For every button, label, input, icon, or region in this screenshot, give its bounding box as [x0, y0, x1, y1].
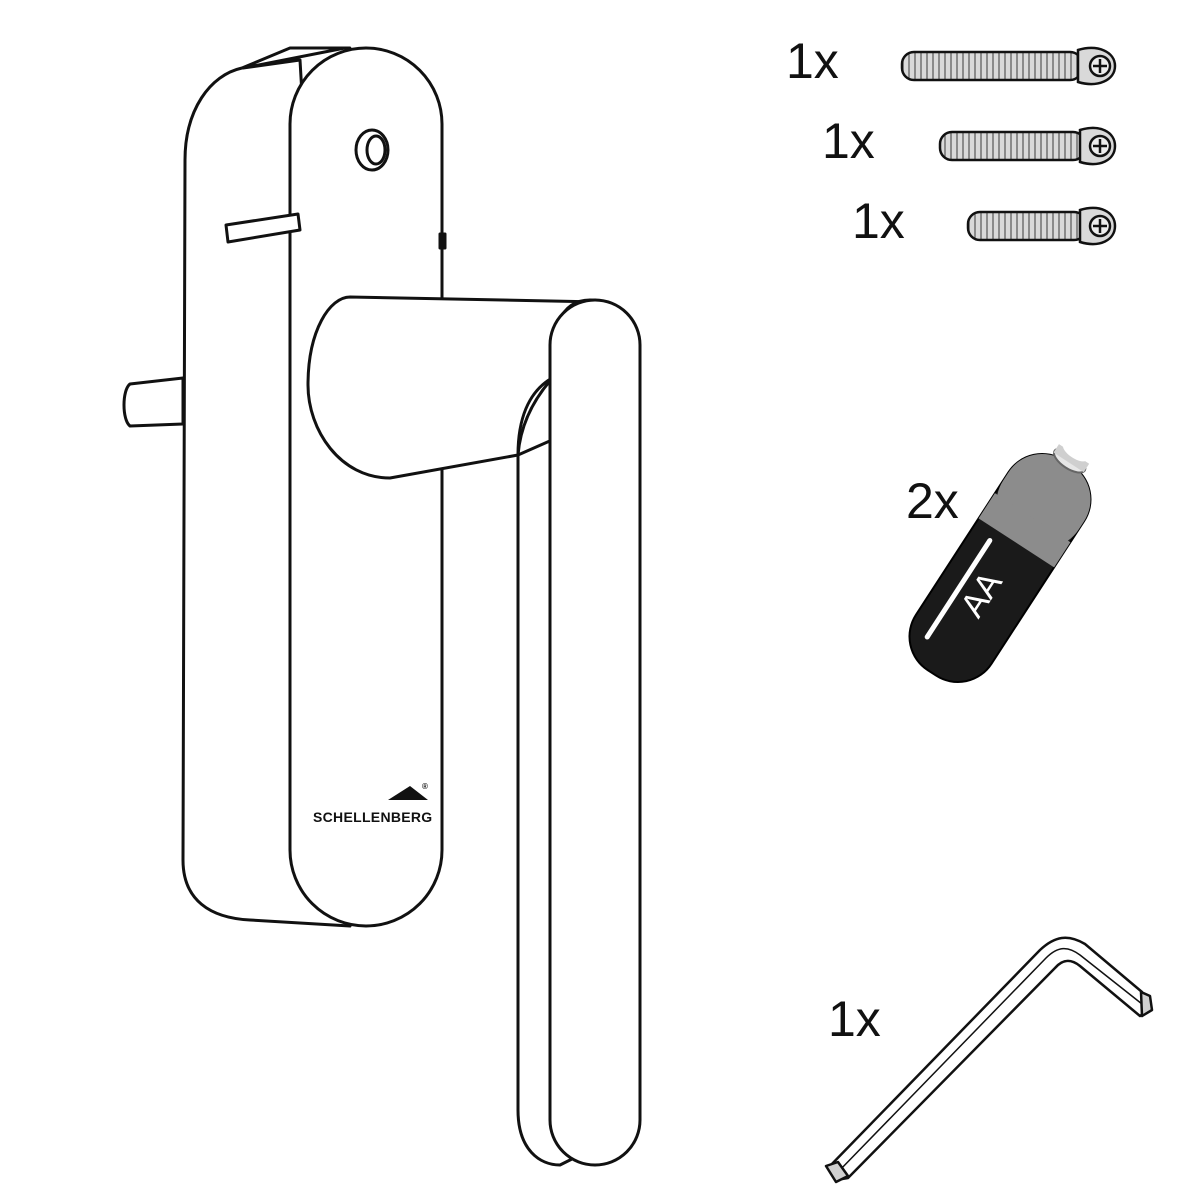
- aa-battery: AA: [908, 443, 1092, 684]
- handle-lock-hole-inner: [365, 134, 387, 166]
- screw-medium-qty: 1x: [822, 113, 875, 169]
- hex-key: [824, 936, 1154, 1184]
- handle-lever-front: [548, 298, 642, 1167]
- window-handle: [122, 46, 642, 1167]
- brand-trademark: ®: [422, 782, 428, 791]
- handle-lever-inner-curve: [516, 376, 553, 456]
- hex-key-qty: 1x: [828, 991, 881, 1047]
- screw-medium: [938, 126, 1117, 166]
- handle-lever-neck: [306, 295, 602, 480]
- screw-long-qty: 1x: [786, 33, 839, 89]
- screw-long: [900, 46, 1117, 86]
- battery-qty: 2x: [906, 473, 959, 529]
- brand-logo-text: SCHELLENBERG: [313, 809, 433, 825]
- handle-side-slider: [224, 212, 302, 244]
- handle-base-front: [288, 46, 444, 928]
- screw-short: [966, 206, 1117, 246]
- handle-spindle: [122, 376, 185, 428]
- handle-side-tab: [438, 232, 447, 250]
- brand-roof-icon: [388, 786, 428, 800]
- screw-short-qty: 1x: [852, 193, 905, 249]
